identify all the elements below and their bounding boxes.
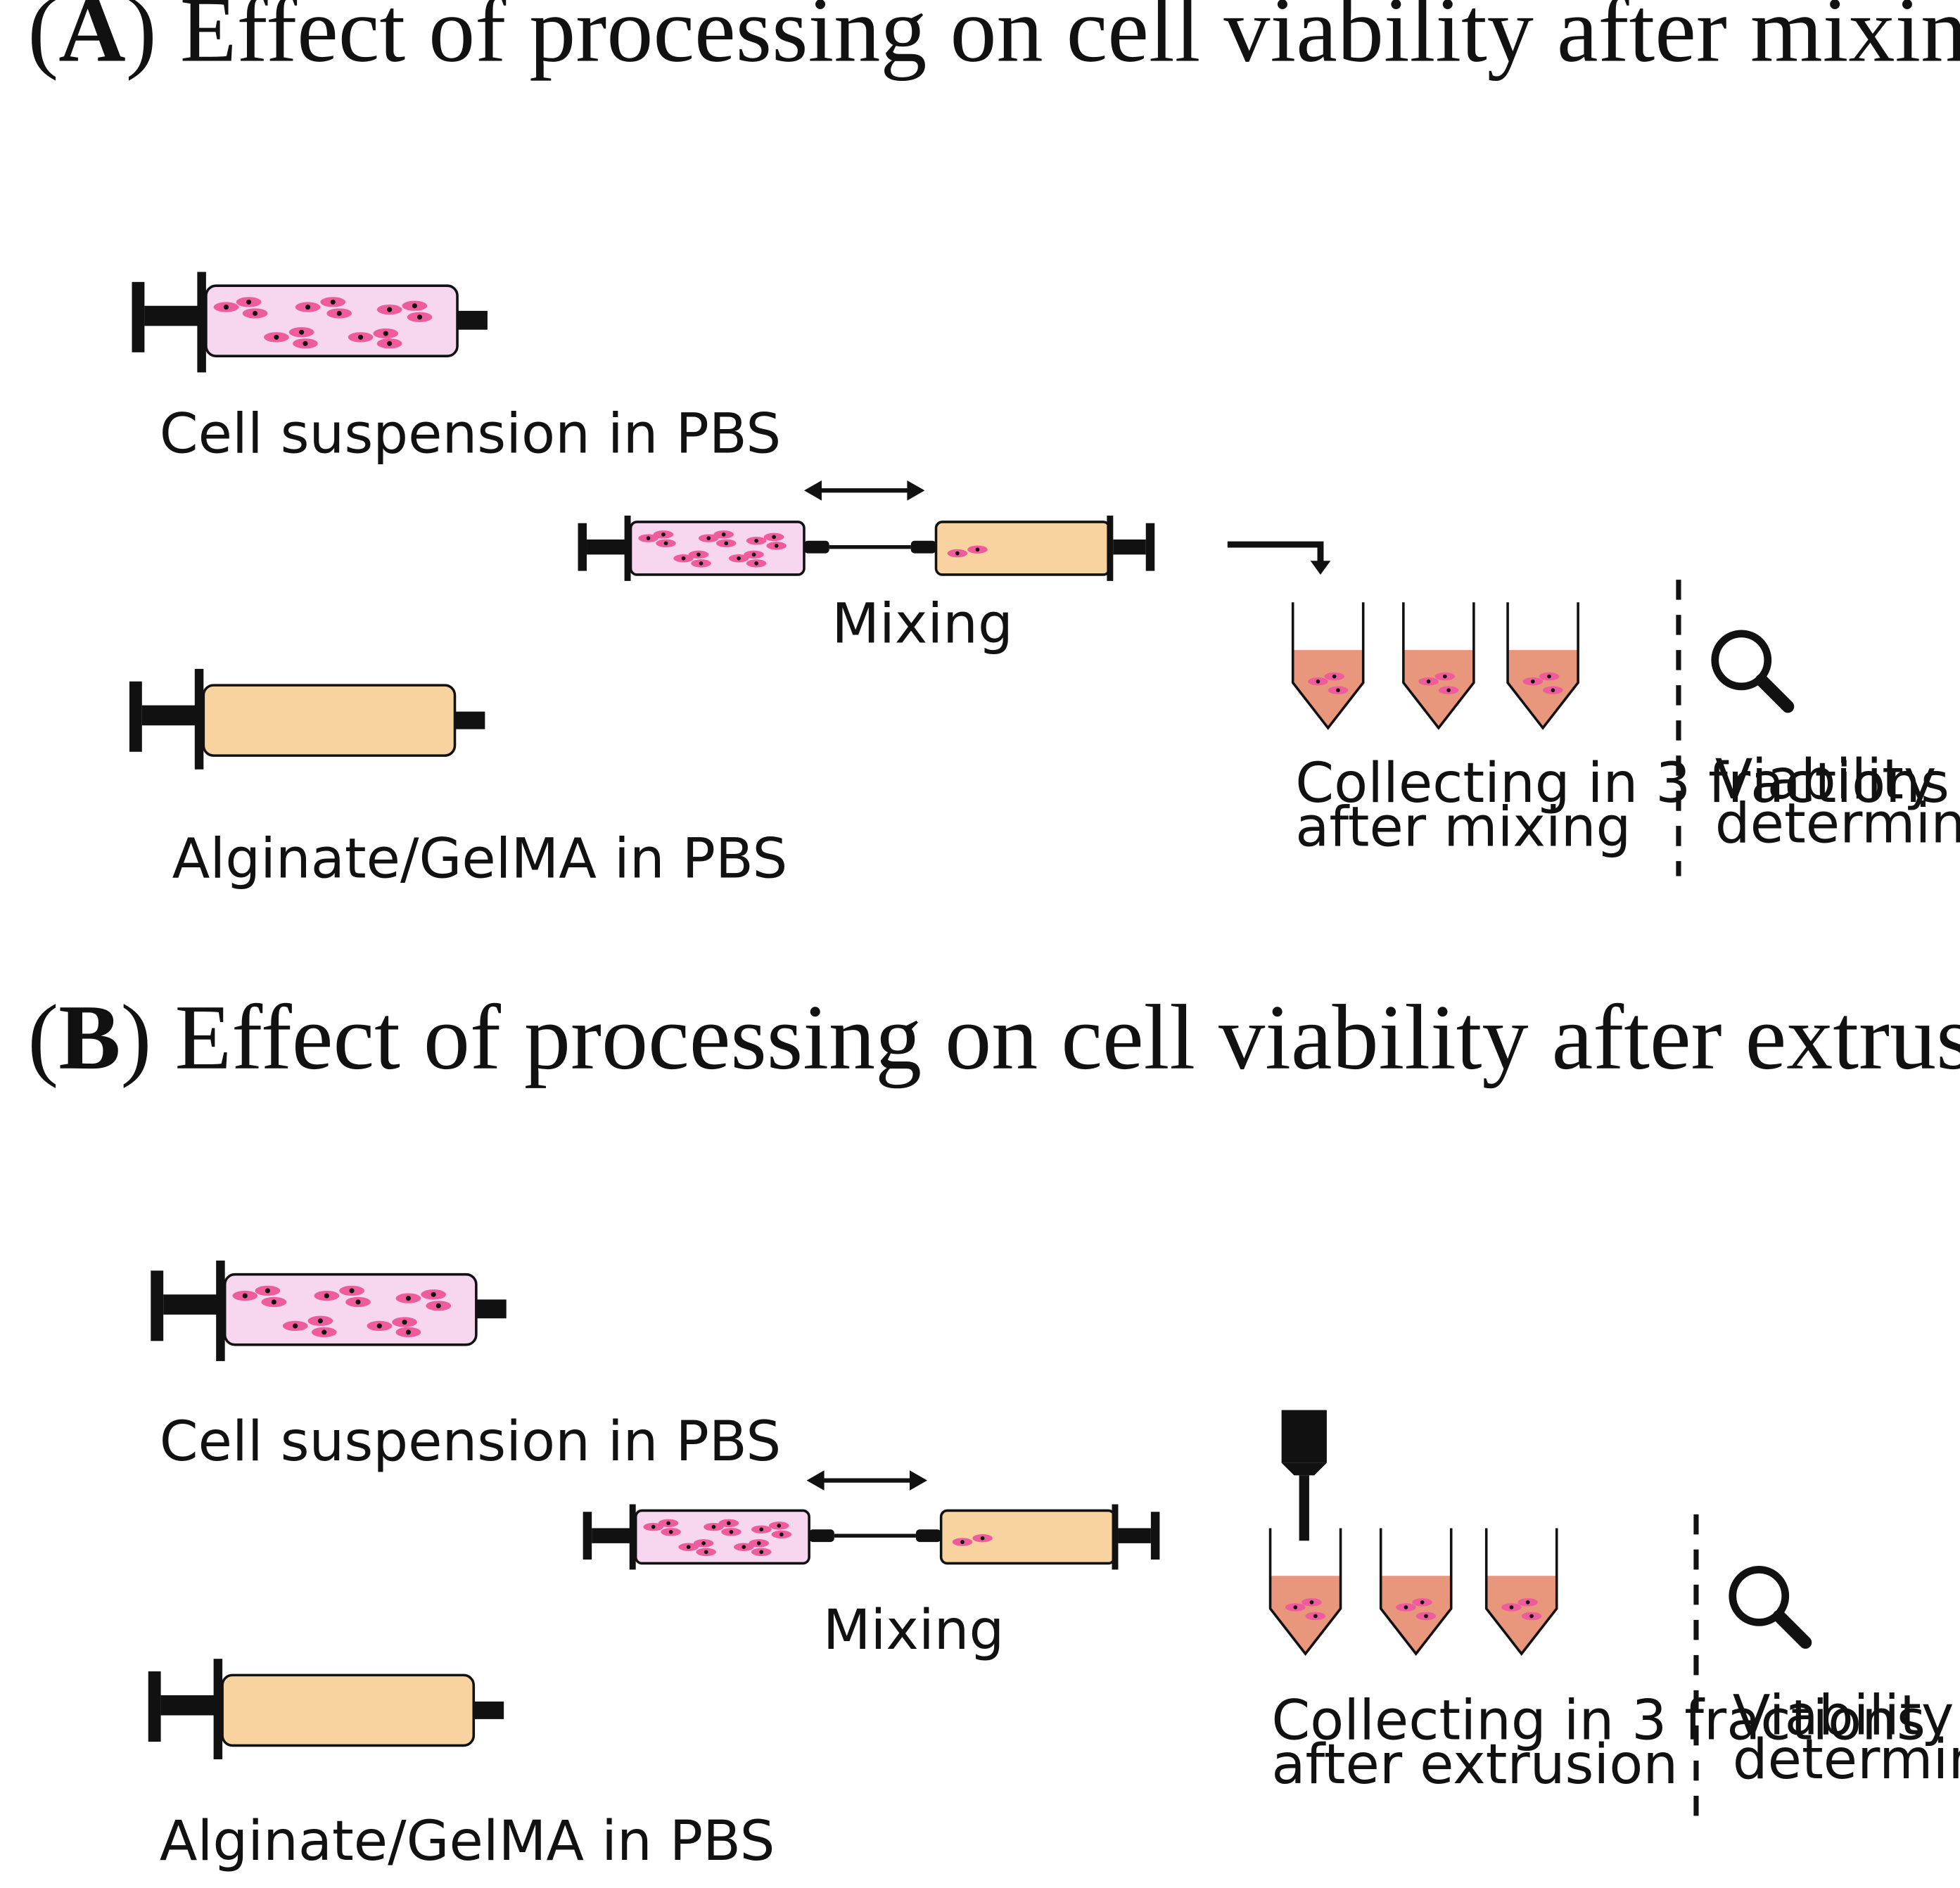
collection-tube-1 — [1271, 1528, 1341, 1654]
viability-label-line-2: determination — [1733, 1727, 1960, 1792]
magnifier-icon — [1715, 634, 1788, 707]
collection-tube-2 — [1404, 602, 1474, 728]
panel-a-title: (A) Effect of processing on cell viabili… — [27, 0, 1960, 82]
mixing-label: Mixing — [832, 591, 1013, 656]
collect-label-line-2: after mixing — [1295, 795, 1631, 860]
cell-suspension-syringe — [132, 272, 488, 373]
hydrogel-label: Alginate/GelMA in PBS — [172, 826, 788, 891]
cell-suspension-label: Cell suspension in PBS — [160, 1409, 781, 1474]
panel-b-title: (B) Effect of processing on cell viabili… — [27, 986, 1960, 1089]
cell-suspension-syringe — [151, 1261, 506, 1361]
viability-label-line-2: determination — [1715, 791, 1960, 855]
hydrogel-label: Alginate/GelMA in PBS — [160, 1809, 775, 1873]
viability-label-line-1: Viability — [1715, 747, 1937, 812]
viability-label-line-1: Viability — [1733, 1683, 1954, 1747]
panel-b: (B) Effect of processing on cell viabili… — [27, 986, 1960, 1873]
collect-label-line-1: Collecting in 3 fractions — [1295, 751, 1949, 815]
mixing-label: Mixing — [823, 1597, 1005, 1662]
collect-label-line-1: Collecting in 3 fractions — [1271, 1688, 1926, 1752]
magnifier-icon — [1733, 1569, 1806, 1643]
hydrogel-syringe — [128, 668, 487, 771]
nozzle-icon — [1281, 1410, 1327, 1541]
collect-label-line-2: after extrusion — [1271, 1732, 1678, 1797]
double-arrow-icon — [807, 1470, 927, 1491]
collection-tube-2 — [1381, 1528, 1451, 1654]
bent-arrow-icon — [1227, 541, 1331, 575]
cell-suspension-label: Cell suspension in PBS — [160, 402, 781, 466]
hydrogel-syringe — [146, 1657, 505, 1761]
double-arrow-icon — [804, 480, 924, 501]
collection-tube-1 — [1293, 602, 1363, 728]
mixing-syringes — [583, 1505, 1160, 1570]
collection-tube-3 — [1487, 1528, 1557, 1654]
mixing-syringes — [578, 516, 1155, 581]
collection-tube-3 — [1508, 602, 1578, 728]
panel-a: (A) Effect of processing on cell viabili… — [27, 0, 1960, 891]
